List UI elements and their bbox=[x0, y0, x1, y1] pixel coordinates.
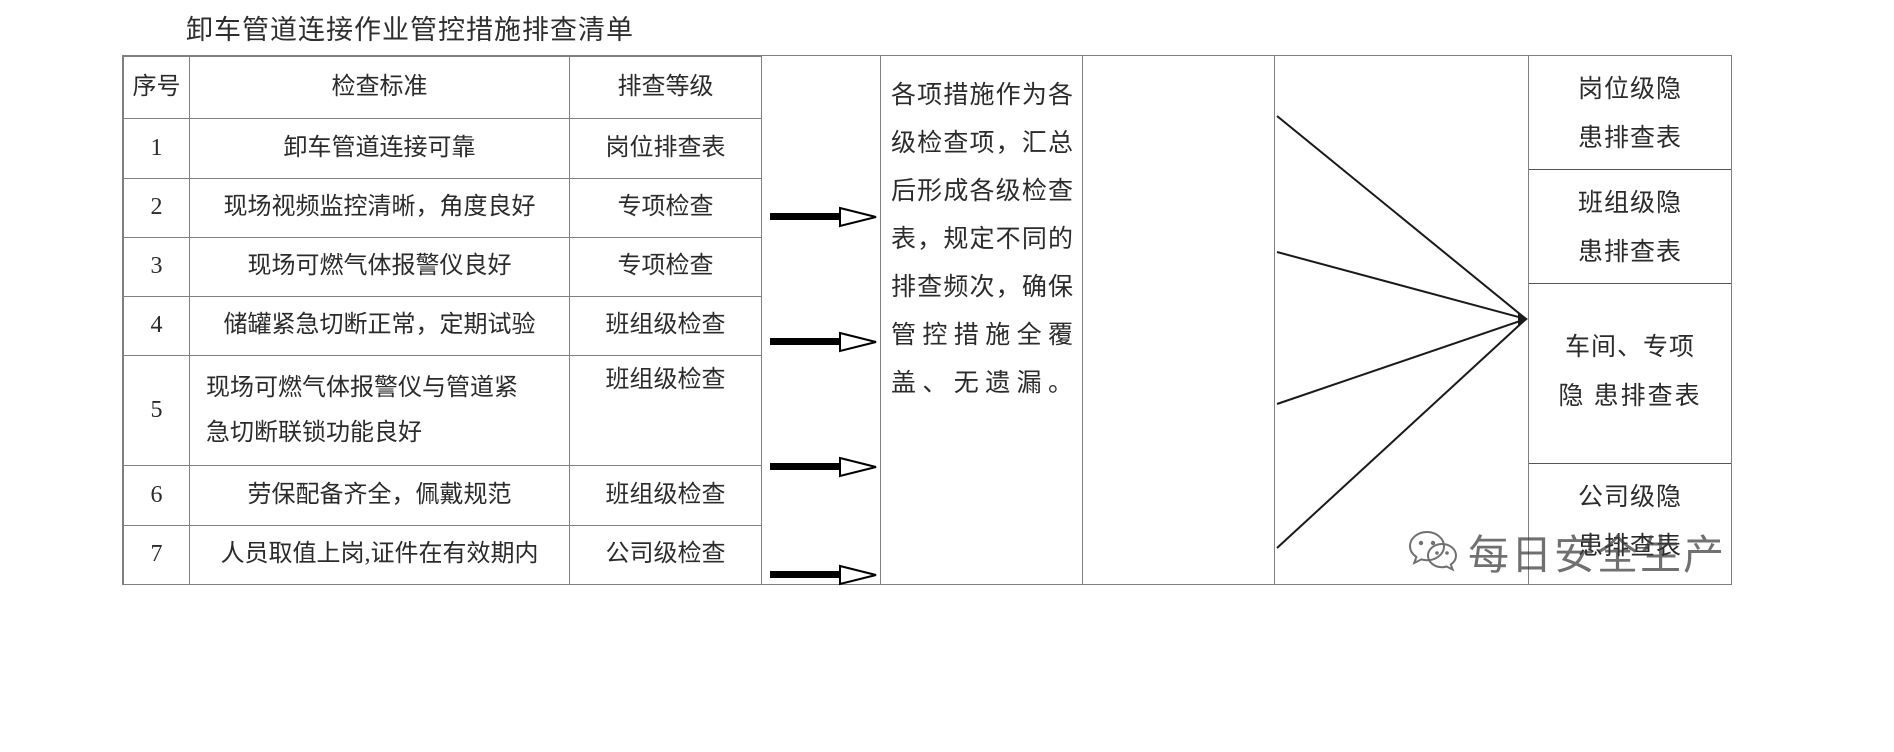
output-line1: 公司级隐 bbox=[1577, 484, 1682, 511]
arrow-right-icon bbox=[770, 331, 878, 353]
output-cell: 岗位级隐 患排查表 bbox=[1529, 56, 1731, 170]
row-standard: 现场视频监控清晰，角度良好 bbox=[189, 178, 570, 238]
row-standard: 现场可燃气体报警仪良好 bbox=[189, 237, 570, 297]
checklist-table: 序号 检查标准 排查等级 1 卸车管道连接可靠 岗位排查表 2 现场视频监控清晰… bbox=[123, 56, 762, 585]
wechat-icon bbox=[1408, 530, 1458, 572]
row-no: 6 bbox=[123, 465, 190, 526]
fan-connector-lines bbox=[1275, 56, 1528, 584]
spacer-cell bbox=[1083, 56, 1275, 584]
arrow-right-icon bbox=[770, 206, 878, 228]
row-standard: 现场可燃气体报警仪与管道紧 急切断联锁功能良好 bbox=[189, 355, 570, 466]
output-line1: 班组级隐 bbox=[1577, 190, 1682, 217]
table-row: 1 卸车管道连接可靠 岗位排查表 bbox=[123, 118, 762, 179]
column-header-level: 排查等级 bbox=[569, 56, 762, 119]
output-line2: 患排查表 bbox=[1577, 238, 1682, 266]
row-no: 1 bbox=[123, 118, 190, 179]
output-table: 岗位级隐 患排查表 班组级隐 患排查表 车间、专项 隐 患排查表 公司级隐 患排… bbox=[1528, 56, 1731, 584]
row-level: 专项检查 bbox=[569, 178, 762, 238]
row-level: 班组级检查 bbox=[569, 465, 762, 526]
summary-cell: 各项措施作为各级检查项，汇总后形成各级检查表，规定不同的排查频次，确保管控措施全… bbox=[881, 56, 1083, 584]
watermark-text: 每日安全生产 bbox=[1468, 532, 1726, 578]
output-line1: 岗位级隐 bbox=[1577, 76, 1682, 103]
page-title: 卸车管道连接作业管控措施排查清单 bbox=[186, 15, 634, 45]
output-line1: 车间、专项 bbox=[1564, 334, 1695, 361]
fan-line-2 bbox=[1276, 251, 1527, 320]
output-line2: 患排查表 bbox=[1577, 124, 1682, 152]
table-row: 7 人员取值上岗,证件在有效期内 公司级检查 bbox=[123, 525, 762, 585]
row-no: 4 bbox=[123, 296, 190, 356]
fan-line-1 bbox=[1276, 115, 1527, 320]
table-row: 4 储罐紧急切断正常，定期试验 班组级检查 bbox=[123, 296, 762, 356]
row-level: 专项检查 bbox=[569, 237, 762, 297]
row-standard-line2: 急切断联锁功能良好 bbox=[206, 419, 422, 446]
row-level: 岗位排查表 bbox=[569, 118, 762, 179]
output-cell: 公司级隐 患排查表 bbox=[1529, 464, 1731, 584]
row-standard: 卸车管道连接可靠 bbox=[189, 118, 570, 179]
fan-line-4 bbox=[1276, 318, 1527, 549]
row-no: 2 bbox=[123, 178, 190, 238]
column-header-standard: 检查标准 bbox=[189, 56, 570, 119]
table-row: 2 现场视频监控清晰，角度良好 专项检查 bbox=[123, 178, 762, 238]
row-standard: 人员取值上岗,证件在有效期内 bbox=[189, 525, 570, 585]
output-cell: 班组级隐 患排查表 bbox=[1529, 170, 1731, 284]
table-row: 6 劳保配备齐全，佩戴规范 班组级检查 bbox=[123, 465, 762, 526]
arrow-right-icon bbox=[770, 564, 878, 586]
column-header-no: 序号 bbox=[123, 56, 190, 119]
row-standard: 劳保配备齐全，佩戴规范 bbox=[189, 465, 570, 526]
table-header-row: 序号 检查标准 排查等级 bbox=[123, 56, 762, 119]
table-row: 5 现场可燃气体报警仪与管道紧 急切断联锁功能良好 班组级检查 bbox=[123, 355, 762, 466]
arrow-right-icon bbox=[770, 456, 878, 478]
table-row: 3 现场可燃气体报警仪良好 专项检查 bbox=[123, 237, 762, 297]
row-level: 班组级检查 bbox=[569, 296, 762, 356]
watermark: 每日安全生产 bbox=[1408, 521, 1726, 581]
flow-diagram: 序号 检查标准 排查等级 1 卸车管道连接可靠 岗位排查表 2 现场视频监控清晰… bbox=[122, 55, 1732, 586]
output-line2: 患排查表 bbox=[1577, 532, 1682, 560]
fan-line-3 bbox=[1276, 318, 1527, 405]
row-no: 7 bbox=[123, 525, 190, 585]
row-no: 5 bbox=[123, 355, 190, 466]
output-cell: 车间、专项 隐 患排查表 bbox=[1529, 284, 1731, 464]
output-line2: 隐 患排查表 bbox=[1558, 382, 1702, 410]
row-standard: 储罐紧急切断正常，定期试验 bbox=[189, 296, 570, 356]
row-standard-line1: 现场可燃气体报警仪与管道紧 bbox=[206, 375, 518, 402]
row-level: 班组级检查 bbox=[569, 355, 762, 466]
summary-text: 各项措施作为各级检查项，汇总后形成各级检查表，规定不同的排查频次，确保管控措施全… bbox=[891, 82, 1074, 397]
row-level: 公司级检查 bbox=[569, 525, 762, 585]
arrow-channel bbox=[761, 56, 881, 586]
fan-arrow-head bbox=[1518, 312, 1528, 326]
row-no: 3 bbox=[123, 237, 190, 297]
